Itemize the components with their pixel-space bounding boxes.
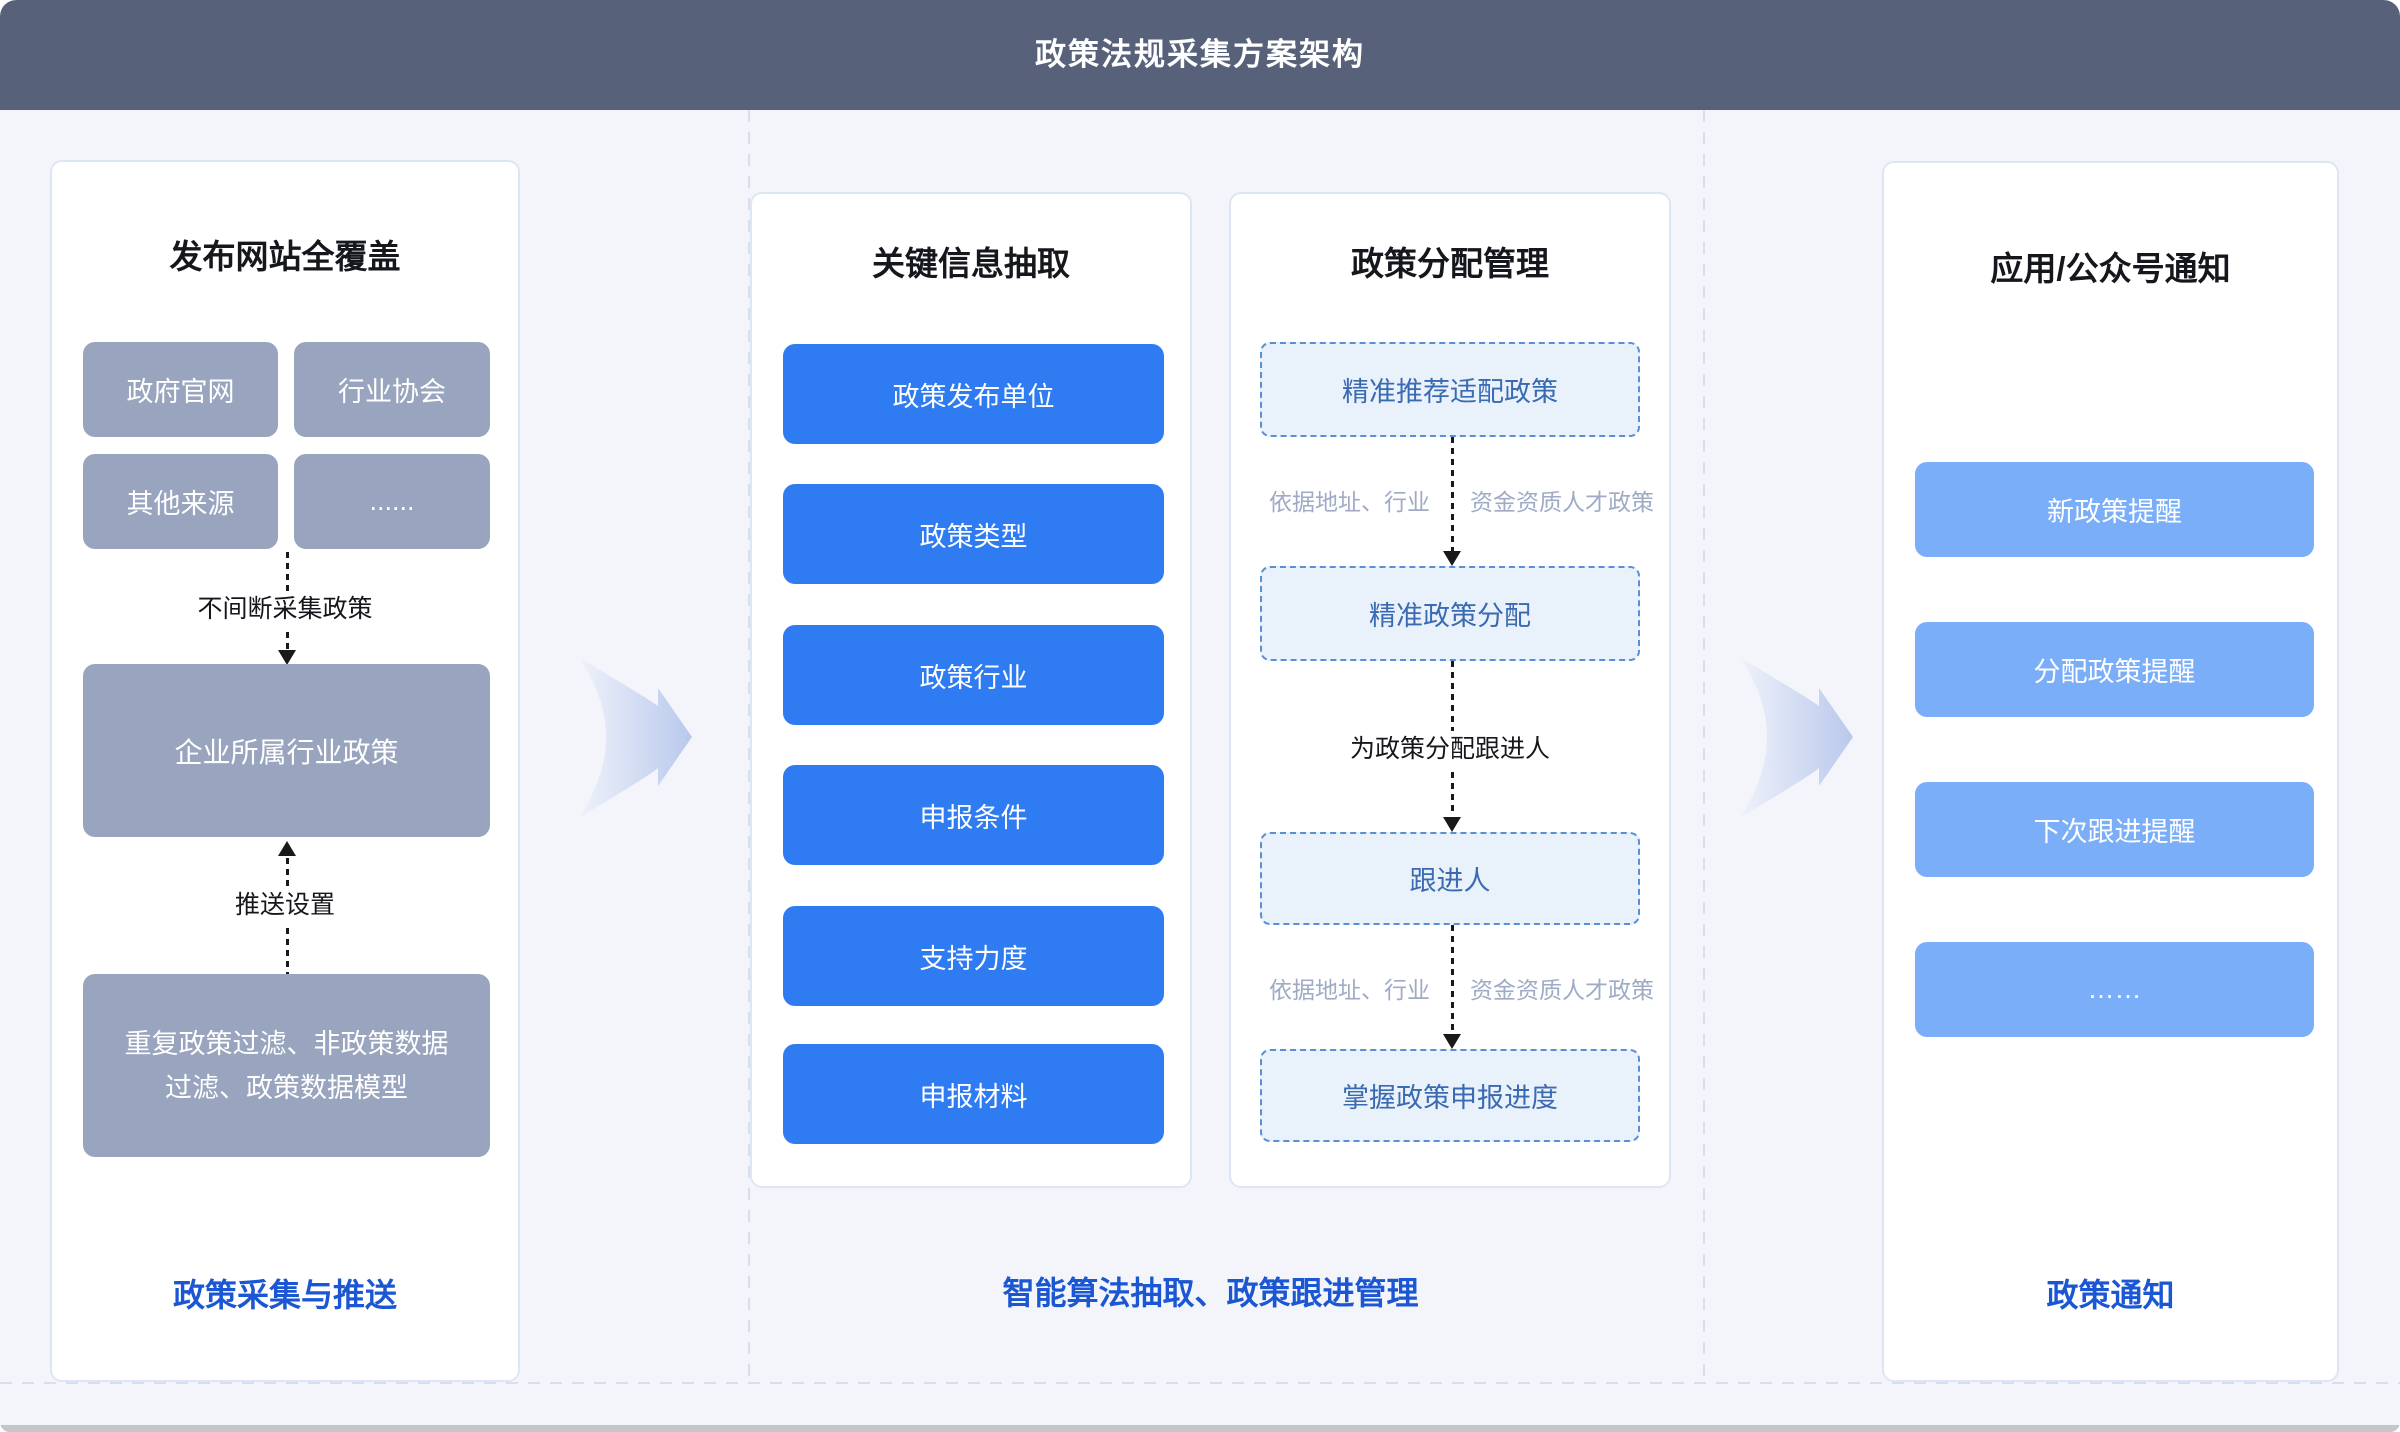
extract-field-box: 政策发布单位: [783, 344, 1164, 444]
page-title: 政策法规采集方案架构: [1035, 37, 1365, 72]
branch-label-left: 依据地址、行业: [1269, 489, 1430, 515]
extract-field-box: 支持力度: [783, 906, 1164, 1006]
assignee-label: 为政策分配跟进人: [1349, 735, 1550, 763]
filter-box: 重复政策过滤、非政策数据 过滤、政策数据模型: [83, 974, 490, 1157]
connector-line: [286, 632, 289, 654]
panel-assign-heading: 政策分配管理: [1351, 245, 1549, 282]
divider-dashed-vertical: [748, 110, 750, 1383]
arrow-up-icon: [278, 841, 296, 856]
panel-extract: 关键信息抽取 政策发布单位 政策类型 政策行业 申报条件 支持力度 申报材料: [750, 192, 1192, 1188]
assign-step-distribute: 精准政策分配: [1260, 566, 1640, 661]
middle-footer-label: 智能算法抽取、政策跟进管理: [1002, 1275, 1419, 1311]
extract-field-box: 申报条件: [783, 765, 1164, 865]
panel-collect-heading: 发布网站全覆盖: [169, 238, 401, 275]
connector-line: [286, 858, 289, 890]
branch-label-left: 依据地址、行业: [1269, 977, 1430, 1003]
assign-step-progress: 掌握政策申报进度: [1260, 1049, 1640, 1142]
connector-line: [1451, 925, 1454, 1035]
assign-step-follower: 跟进人: [1260, 832, 1640, 925]
connector-line: [1451, 772, 1454, 816]
connector-line: [1451, 661, 1454, 731]
source-box-other: 其他来源: [83, 454, 278, 549]
panel-notify-footer: 政策通知: [2046, 1277, 2175, 1313]
connector-line: [1451, 437, 1454, 552]
panel-collect: 发布网站全覆盖 政府官网 行业协会 其他来源 ...... 不间断采集政策 企业…: [50, 160, 520, 1382]
extract-field-box: 申报材料: [783, 1044, 1164, 1144]
extract-field-box: 政策行业: [783, 625, 1164, 725]
connector-label-push: 推送设置: [234, 891, 335, 919]
source-box-association: 行业协会: [294, 342, 490, 437]
connector-label-collect: 不间断采集政策: [197, 595, 373, 623]
arrow-down-icon: [1443, 817, 1461, 832]
divider-dashed-vertical: [1703, 110, 1705, 1383]
panel-notify-heading: 应用/公众号通知: [1990, 250, 2231, 287]
connector-line: [286, 552, 289, 594]
window-bottom-edge: [0, 1425, 2400, 1432]
assign-step-recommend: 精准推荐适配政策: [1260, 342, 1640, 437]
filter-box-line2: 过滤、政策数据模型: [165, 1072, 408, 1103]
filter-box-line1: 重复政策过滤、非政策数据: [124, 1028, 449, 1059]
panel-notify: 应用/公众号通知 新政策提醒 分配政策提醒 下次跟进提醒 …… 政策通知: [1882, 161, 2339, 1382]
divider-dashed-horizontal: [0, 1382, 2400, 1384]
connector-line: [286, 928, 289, 974]
notify-box: ……: [1915, 942, 2314, 1037]
branch-label-right: 资金资质人才政策: [1470, 489, 1654, 515]
arrow-down-icon: [1443, 1034, 1461, 1049]
header-bar: 政策法规采集方案架构: [0, 0, 2400, 110]
industry-policy-box: 企业所属行业政策: [83, 664, 490, 837]
panel-extract-heading: 关键信息抽取: [872, 245, 1070, 282]
arrow-down-icon: [1443, 551, 1461, 566]
notify-box: 下次跟进提醒: [1915, 782, 2314, 877]
flow-arrow-icon: [580, 658, 692, 817]
extract-field-box: 政策类型: [783, 484, 1164, 584]
notify-box: 分配政策提醒: [1915, 622, 2314, 717]
branch-label-right: 资金资质人才政策: [1470, 977, 1654, 1003]
source-box-gov: 政府官网: [83, 342, 278, 437]
arrow-down-icon: [278, 650, 296, 665]
notify-box: 新政策提醒: [1915, 462, 2314, 557]
flow-arrow-icon: [1741, 658, 1853, 817]
source-box-more: ......: [294, 454, 490, 549]
panel-collect-footer: 政策采集与推送: [172, 1277, 397, 1313]
panel-assign: 政策分配管理 精准推荐适配政策 依据地址、行业 资金资质人才政策 精准政策分配 …: [1229, 192, 1671, 1188]
